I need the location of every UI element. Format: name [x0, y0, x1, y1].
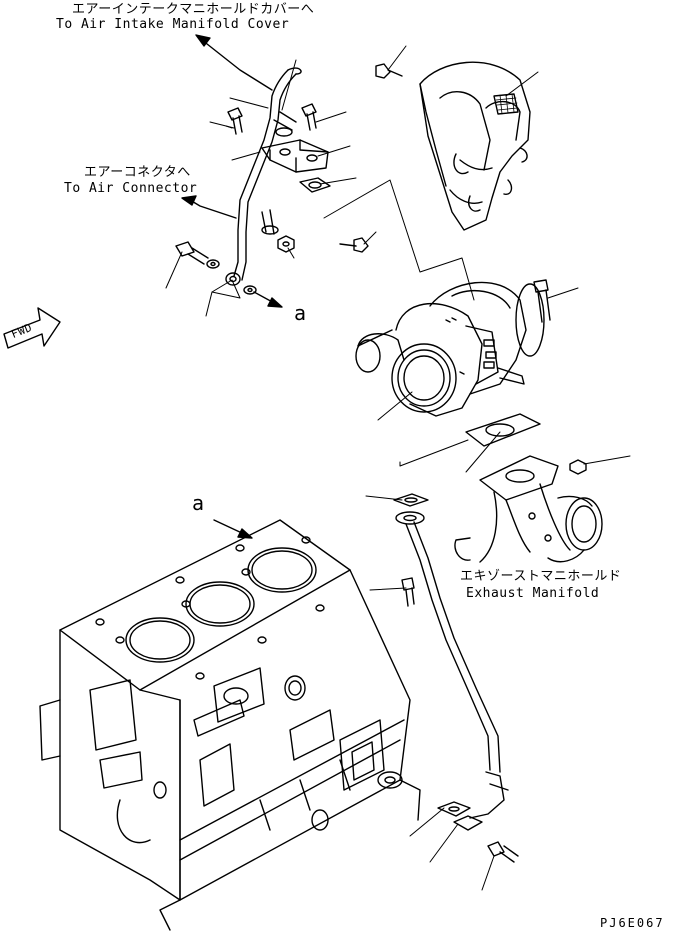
view-a-arrow-upper: [253, 291, 283, 308]
gasket-small-upper: [299, 177, 331, 193]
cylinder-block: [39, 519, 421, 931]
air-connector-label-en: To Air Connector: [64, 181, 198, 196]
view-marker-lower: a: [192, 491, 205, 515]
turbo-heat-shield: [419, 61, 531, 231]
exhaust-manifold-label-jp: エキゾーストマニホールド: [460, 569, 622, 584]
exhaust-manifold-label-en: Exhaust Manifold: [466, 586, 600, 601]
air-pipe-assembly: [225, 67, 329, 286]
bolt-air-connector: [339, 237, 369, 253]
bolt-upper-mid: [301, 103, 317, 131]
view-marker-upper: a: [294, 301, 307, 325]
part-leader-lines: [165, 45, 631, 891]
bolt-left-fitting: [175, 241, 257, 295]
gasket-drain-lower: [437, 801, 483, 831]
bolt-drain-upper: [401, 577, 415, 607]
nut-manifold: [569, 459, 587, 475]
bolt-drain-lower: [487, 841, 519, 863]
air-intake-label-jp: エアーインテークマニホールドカバーへ: [72, 2, 315, 17]
exhaust-manifold: [454, 455, 603, 563]
air-connector-label-jp: エアーコネクタへ: [84, 165, 191, 180]
air-intake-leader: [195, 34, 273, 91]
turbo-gasket: [465, 413, 541, 447]
air-connector-leader: [181, 195, 237, 219]
gasket-drain-upper: [393, 493, 429, 507]
turbocharger: [355, 281, 545, 417]
bolt-turbo-right: [533, 279, 551, 323]
air-intake-label-en: To Air Intake Manifold Cover: [56, 17, 290, 32]
oil-drain-pipe: [395, 511, 509, 819]
view-a-arrow-lower: [213, 519, 253, 539]
bolt-top: [375, 63, 403, 79]
fwd-arrow-icon: [3, 307, 61, 349]
bolt-upper-left: [227, 107, 243, 135]
drawing-code: PJ6E067: [600, 916, 665, 930]
